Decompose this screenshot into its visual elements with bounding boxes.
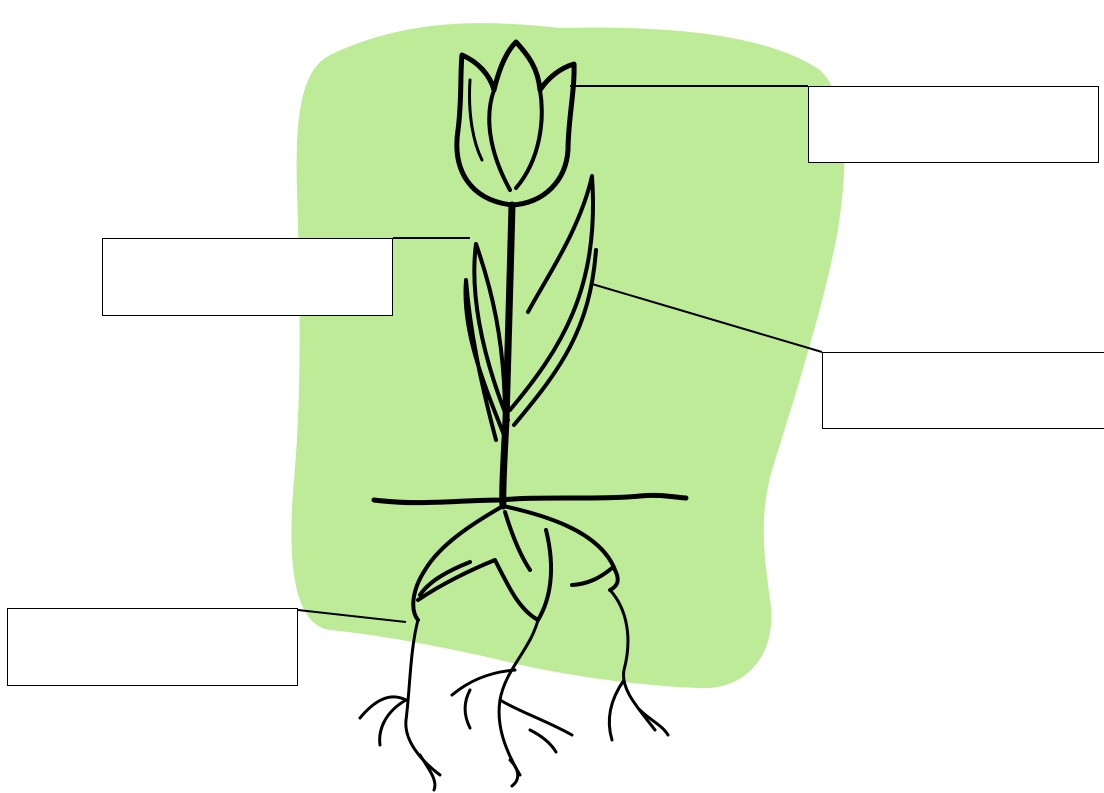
stem-label-box[interactable] (102, 238, 393, 316)
root-label-box[interactable] (7, 608, 298, 686)
leaf-label-box[interactable] (822, 352, 1104, 429)
flower-label-box[interactable] (808, 86, 1099, 163)
